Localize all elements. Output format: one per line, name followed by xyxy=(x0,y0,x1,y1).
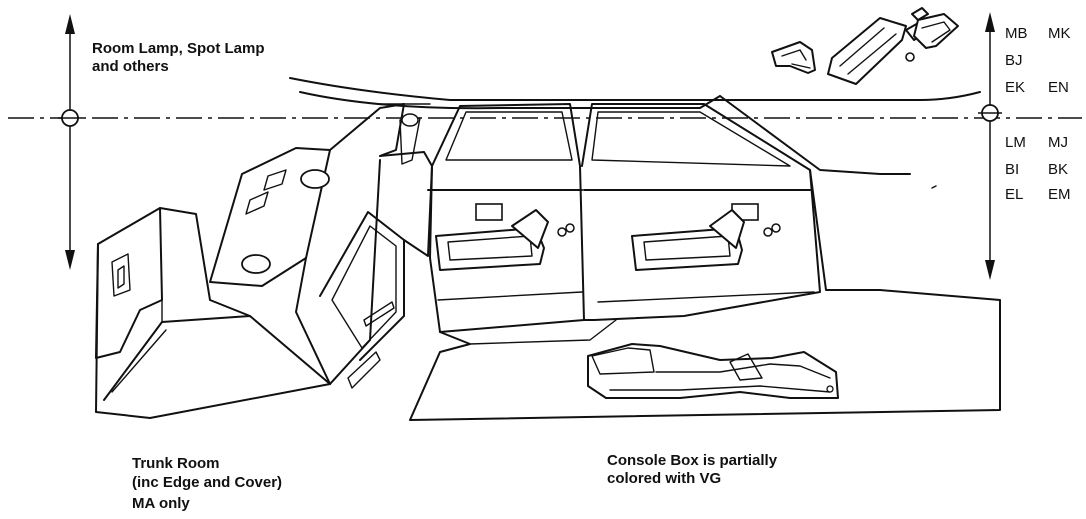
code-upper-3-a: EK xyxy=(1005,79,1026,96)
console-box-label-line2: colored with VG xyxy=(607,470,722,487)
code-lower-3-b: EM xyxy=(1048,186,1071,203)
code-upper-3-b: EN xyxy=(1048,79,1069,96)
code-lower-2-a: BI xyxy=(1005,161,1020,178)
rear-pillar-drawing xyxy=(295,103,433,389)
rear-door-drawing xyxy=(427,103,585,333)
code-upper-1-b: MK xyxy=(1048,25,1071,42)
stray-mark xyxy=(931,185,937,189)
left-double-arrow-icon xyxy=(58,14,82,270)
code-upper-1-a: MB xyxy=(1005,25,1028,42)
trunk-room-label-line3: MA only xyxy=(132,495,190,512)
room-lamp-label-line2: and others xyxy=(92,58,169,75)
vehicle-floor-drawing xyxy=(409,289,1001,421)
a-pillar-drawing xyxy=(719,95,911,291)
room-lamp-label-line1: Room Lamp, Spot Lamp xyxy=(92,40,265,57)
trunk-room-drawing xyxy=(95,207,331,419)
right-double-arrow-icon xyxy=(978,12,1002,280)
code-upper-2-a: BJ xyxy=(1005,52,1023,69)
code-lower-1-a: LM xyxy=(1005,134,1026,151)
code-lower-2-b: BK xyxy=(1048,161,1069,178)
front-door-drawing xyxy=(581,103,821,321)
rear-parcel-shelf-drawing xyxy=(209,147,331,287)
console-box-label-line1: Console Box is partially xyxy=(607,452,778,469)
room-lamp-parts-drawing xyxy=(771,7,959,85)
trunk-room-label-line1: Trunk Room xyxy=(132,455,220,472)
code-lower-3-a: EL xyxy=(1005,186,1024,203)
console-box-drawing xyxy=(587,343,839,399)
code-lower-1-b: MJ xyxy=(1048,134,1068,151)
trunk-room-label-line2: (inc Edge and Cover) xyxy=(132,474,283,491)
